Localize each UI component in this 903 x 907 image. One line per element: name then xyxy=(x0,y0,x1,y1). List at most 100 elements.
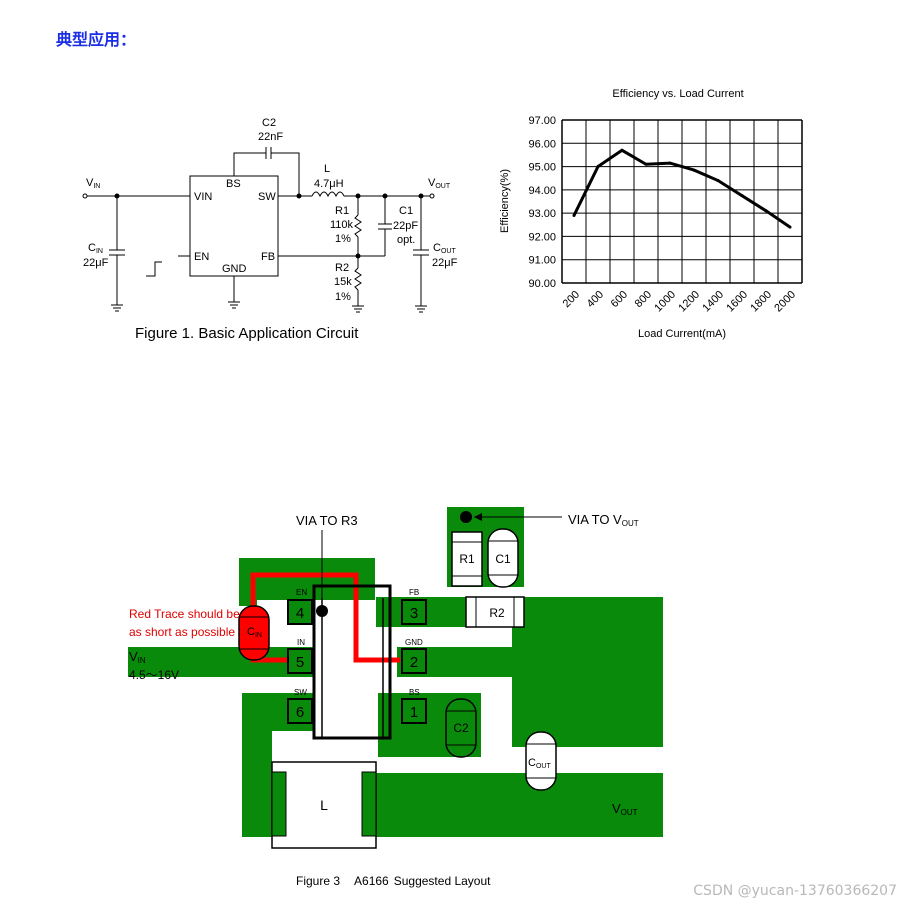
chart-y-axis-label: Efficiency(%) xyxy=(499,169,511,233)
section-heading: 典型应用： xyxy=(56,30,137,49)
l-value: 4.7μH xyxy=(314,178,344,190)
pin-1-pad xyxy=(401,698,427,724)
pin-5-number: 5 xyxy=(296,654,304,671)
layout-vin-range: 4.5～16V xyxy=(129,668,179,682)
r1-label: R1 xyxy=(459,552,475,566)
pin-1-number: 1 xyxy=(410,704,418,721)
csdn-watermark: CSDN @yucan-13760366207 xyxy=(693,883,897,899)
c1-name: C1 xyxy=(399,205,413,217)
chart-y-tick-label: 91.00 xyxy=(528,255,556,267)
cin-label: CIN xyxy=(247,626,262,639)
r2-label: R2 xyxy=(489,606,505,620)
via-r3-label: VIA TO R3 xyxy=(296,513,358,528)
chart-x-tick-label: 1800 xyxy=(748,289,774,315)
chart-y-tick-label: 96.00 xyxy=(528,138,556,150)
pin-bs-name: BS xyxy=(409,688,420,697)
chart-grid xyxy=(561,119,803,284)
c2-label: C2 xyxy=(453,721,469,735)
pin-2-number: 2 xyxy=(410,654,418,671)
pin-5-pad xyxy=(287,648,313,674)
r1-value: 110k xyxy=(330,219,354,231)
chart-x-tick-label: 600 xyxy=(609,289,630,310)
r1-tolerance: 1% xyxy=(335,233,351,245)
pin-sw-name: SW xyxy=(294,688,307,697)
pin-gnd-name: GND xyxy=(405,638,423,647)
cin-name: CIN xyxy=(88,242,103,255)
pcb-layout: 4 5 6 3 2 1 EN IN SW FB GND BS CIN R xyxy=(128,507,663,888)
c2-capacitor xyxy=(445,698,477,758)
copper-pours xyxy=(128,507,663,837)
chart-x-tick-label: 1600 xyxy=(724,289,750,315)
pin-6-number: 6 xyxy=(296,704,304,721)
r2-tolerance: 1% xyxy=(335,291,351,303)
pin-3-pad xyxy=(401,599,427,625)
pin-2-pad xyxy=(401,648,427,674)
cout-label: COUT xyxy=(528,757,551,770)
chart-data-point xyxy=(644,162,648,166)
pin-en-label: EN xyxy=(194,251,209,263)
chart-y-ticks: 90.00 91.00 92.00 93.00 94.00 95.00 96.00 97.00 xyxy=(528,115,556,290)
chart-y-tick-label: 90.00 xyxy=(528,278,556,290)
l-name: L xyxy=(324,163,330,175)
pin-fb-name: FB xyxy=(409,588,419,597)
chart-data-point xyxy=(572,213,576,217)
pin-4-pad xyxy=(287,599,313,625)
copper-vout-bottom xyxy=(352,773,663,837)
copper-en-area xyxy=(239,558,375,600)
c1-capacitor xyxy=(487,528,519,588)
figure1-caption: Figure 1. Basic Application Circuit xyxy=(135,325,359,342)
chart-data-point xyxy=(620,148,624,152)
pin-in-name: IN xyxy=(297,638,305,647)
r1-resistor xyxy=(451,531,483,587)
vin-label: VIN xyxy=(86,177,100,190)
chart-data-point xyxy=(788,225,792,229)
chart-y-tick-label: 95.00 xyxy=(528,162,556,174)
pin-3-number: 3 xyxy=(410,605,418,622)
chart-y-tick-label: 92.00 xyxy=(528,231,556,243)
chart-y-tick-label: 94.00 xyxy=(528,185,556,197)
via-vout xyxy=(460,511,472,523)
pin-fb-label: FB xyxy=(261,251,275,263)
schematic-labels: BS SW VIN EN FB GND C2 22nF L 4.7μH R1 1… xyxy=(83,117,458,342)
cout-value: 22μF xyxy=(432,257,458,269)
via-r3 xyxy=(316,605,328,617)
pin-names: EN IN SW FB GND BS xyxy=(294,588,423,697)
efficiency-series-points xyxy=(572,148,792,229)
chart-title: Efficiency vs. Load Current xyxy=(612,88,743,100)
layout-vout-label: VOUT xyxy=(612,801,638,817)
schematic xyxy=(82,147,435,313)
efficiency-series-line xyxy=(572,148,791,229)
chart-data-point xyxy=(692,168,696,172)
chart-x-tick-label: 1000 xyxy=(652,289,678,315)
chart-x-tick-label: 1400 xyxy=(700,289,726,315)
r1-name: R1 xyxy=(335,205,349,217)
pin-sw-label: SW xyxy=(258,191,276,203)
chart-data-point xyxy=(764,209,768,213)
c2-value: 22nF xyxy=(258,131,283,143)
chart-data-point xyxy=(668,161,672,165)
chart-y-tick-label: 93.00 xyxy=(528,208,556,220)
chart-x-tick-label: 800 xyxy=(633,289,654,310)
r2-value: 15k xyxy=(334,276,352,288)
chart-x-tick-label: 400 xyxy=(585,289,606,310)
inductor-label: L xyxy=(320,797,328,813)
pin-6-pad xyxy=(287,698,313,724)
pin-bs-label: BS xyxy=(226,178,241,190)
chart-y-tick-label: 97.00 xyxy=(528,115,556,127)
vout-label: VOUT xyxy=(428,177,451,190)
ic-body xyxy=(312,584,392,740)
pin-gnd-label: GND xyxy=(222,263,247,275)
chart-data-point xyxy=(716,179,720,183)
pin-vin-label: VIN xyxy=(194,191,212,203)
cout-capacitor xyxy=(525,731,557,791)
r2-name: R2 xyxy=(335,262,349,274)
red-trace-note-line1: Red Trace should be xyxy=(129,607,240,621)
red-trace-note-line2: as short as possible xyxy=(129,625,235,639)
cout-name: COUT xyxy=(433,242,456,255)
chart-x-tick-label: 1200 xyxy=(676,289,702,315)
chart-x-tick-label: 2000 xyxy=(772,289,798,315)
cin-value: 22μF xyxy=(83,257,109,269)
